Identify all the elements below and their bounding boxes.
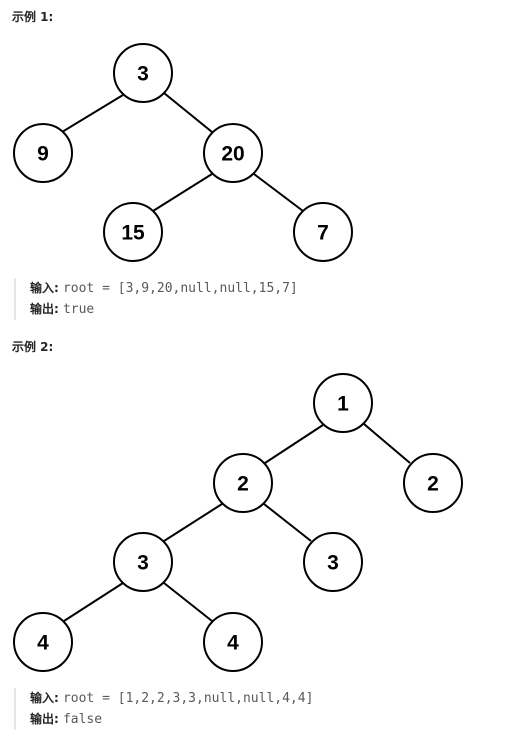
example-1-input-line: 输入: root = [3,9,20,null,null,15,7] <box>30 278 298 299</box>
edge-1-2a <box>264 424 324 464</box>
tree-node-15: 15 <box>103 202 163 262</box>
edge-3-20 <box>163 92 213 133</box>
input-value: root = [1,2,2,3,3,null,null,4,4] <box>62 691 314 706</box>
output-value: false <box>62 712 103 727</box>
tree-node-4-left: 4 <box>13 612 73 672</box>
example-1-title: 示例 1: <box>12 10 54 24</box>
edge-2a-3b <box>263 503 312 542</box>
tree-node-2-left: 2 <box>213 453 273 513</box>
edge-2a-3a <box>163 503 223 542</box>
example-2-input-line: 输入: root = [1,2,2,3,3,null,null,4,4] <box>30 688 313 709</box>
input-label: 输入: <box>30 691 59 705</box>
svg-text:2: 2 <box>237 473 249 496</box>
example-2-io-block: 输入: root = [1,2,2,3,3,null,null,4,4] 输出:… <box>14 688 313 730</box>
output-value: true <box>62 302 95 317</box>
tree-node-9: 9 <box>13 123 73 183</box>
svg-text:20: 20 <box>221 143 244 166</box>
svg-text:4: 4 <box>227 632 239 655</box>
svg-text:4: 4 <box>37 632 49 655</box>
example-1-output-line: 输出: true <box>30 299 298 320</box>
input-value: root = [3,9,20,null,null,15,7] <box>62 281 298 296</box>
svg-text:7: 7 <box>317 222 329 245</box>
example-2-title: 示例 2: <box>12 340 54 354</box>
svg-text:3: 3 <box>137 63 149 86</box>
tree-node-4-right: 4 <box>203 612 263 672</box>
output-label: 输出: <box>30 712 59 726</box>
edge-1-2b <box>363 423 411 464</box>
tree-node-3-left: 3 <box>113 532 173 592</box>
edge-3-9 <box>61 94 124 133</box>
svg-text:9: 9 <box>37 143 49 166</box>
svg-text:3: 3 <box>327 552 339 575</box>
input-label: 输入: <box>30 281 59 295</box>
example-2-output-line: 输出: false <box>30 709 313 730</box>
svg-text:3: 3 <box>137 552 149 575</box>
example-1-tree-diagram: 3 9 20 15 7 <box>13 43 353 262</box>
svg-text:1: 1 <box>337 393 349 416</box>
edge-20-15 <box>152 173 213 212</box>
edge-3a-4a <box>63 582 124 622</box>
tree-node-2-right: 2 <box>403 453 463 513</box>
tree-node-20: 20 <box>203 123 263 183</box>
tree-node-7: 7 <box>293 202 353 262</box>
edge-3a-4b <box>163 582 213 622</box>
output-label: 输出: <box>30 302 59 316</box>
example-2-tree-diagram: 1 2 2 3 3 4 4 <box>13 373 463 672</box>
svg-text:2: 2 <box>427 473 439 496</box>
tree-node-3-right: 3 <box>303 532 363 592</box>
edge-20-7 <box>253 173 304 212</box>
tree-node-3: 3 <box>113 43 173 103</box>
svg-text:15: 15 <box>121 222 145 245</box>
tree-node-1: 1 <box>313 373 373 433</box>
example-1-io-block: 输入: root = [3,9,20,null,null,15,7] 输出: t… <box>14 278 298 320</box>
